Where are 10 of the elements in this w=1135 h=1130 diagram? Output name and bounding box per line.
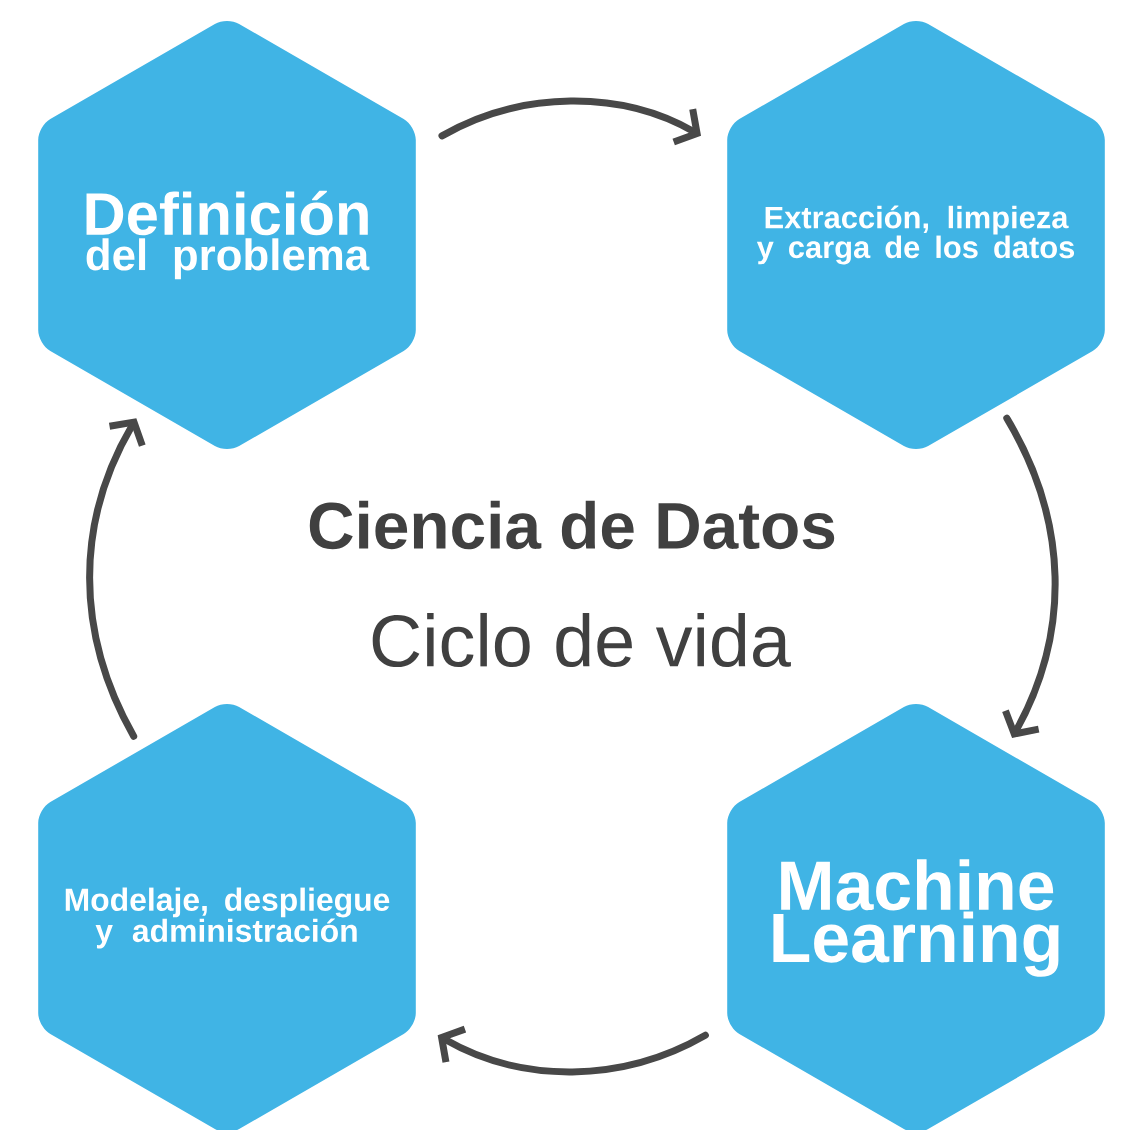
hexagon: Definición del problema [38, 21, 416, 449]
hexagon: Extracción, limpieza y carga de los datos [727, 21, 1105, 449]
subtitle: Ciclo de vida [372, 612, 791, 668]
arrow [1002, 414, 1059, 738]
arrow [86, 418, 146, 740]
hexagon: Modelaje, despliegue y administración [38, 704, 416, 1130]
arrow [438, 97, 702, 146]
title: Ciencia de Datos [309, 500, 835, 550]
hexagon: Machine Learning [727, 704, 1105, 1130]
arrow [437, 1025, 709, 1076]
